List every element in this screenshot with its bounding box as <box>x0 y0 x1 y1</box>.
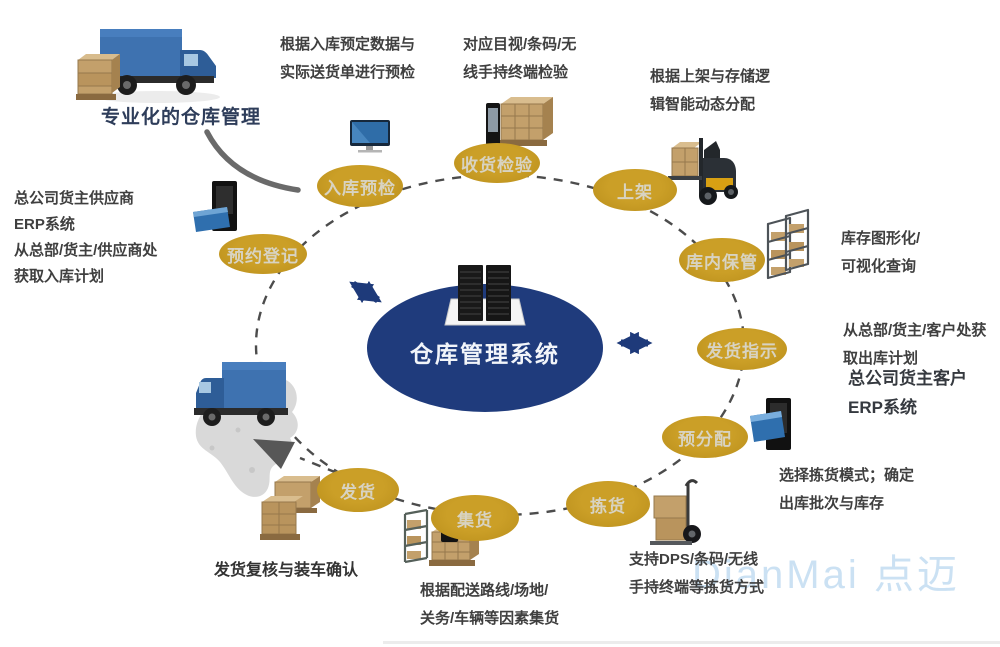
text-line: 辑智能动态分配 <box>650 96 756 113</box>
text-line: 实际送货单进行预检 <box>280 64 416 81</box>
note-inbound-precheck: 根据入库预定数据与 实际送货单进行预检 <box>280 31 415 87</box>
note-consolidation: 根据配送路线/场地/ 关务/车辆等因素集货 <box>420 577 559 633</box>
handheld-terminal-right-icon <box>750 398 791 450</box>
text-line: 可视化查询 <box>841 258 917 275</box>
text-line: ERP系统 <box>14 216 75 233</box>
monitor-icon <box>350 120 390 153</box>
node-receiving-inspection: 收货检验 <box>454 143 540 183</box>
text-line: 手持终端等拣货方式 <box>629 579 765 596</box>
truck-inbound-icon <box>96 29 220 103</box>
china-map-shape <box>195 361 298 497</box>
text-line: ERP系统 <box>848 398 917 417</box>
text-line: 从总部/货主/客户处获 <box>843 322 987 339</box>
pallet-inbound-icon <box>76 54 120 100</box>
pallet-receiving-icon <box>486 97 553 146</box>
node-shipping-instruction: 发货指示 <box>697 328 787 370</box>
node-storage: 库内保管 <box>679 238 765 282</box>
note-putaway: 根据上架与存储逻 辑智能动态分配 <box>650 63 770 119</box>
node-inbound-precheck: 入库预检 <box>317 165 403 207</box>
note-shipping-confirm: 发货复核与装车确认 <box>214 562 359 579</box>
text-line: 总公司货主供应商 <box>14 190 135 207</box>
text-line: 关务/车辆等因素集货 <box>420 610 560 627</box>
text-line: 取出库计划 <box>843 350 919 367</box>
forklift-icon <box>668 138 738 205</box>
watermark-dianmai: DianMai 点迈 <box>692 553 960 597</box>
note-inbound-erp: 总公司货主供应商 ERP系统 从总部/货主/供应商处 获取入库计划 <box>14 186 157 290</box>
page-title: 专业化的仓库管理 <box>101 107 262 128</box>
text-line: 根据上架与存储逻 <box>650 68 771 85</box>
truck-outbound-icon <box>194 362 288 426</box>
text-line: 根据配送路线/场地/ <box>420 582 549 599</box>
hand-truck-icon <box>650 479 701 545</box>
note-outbound-erp: 总公司货主客户 ERP系统 <box>848 364 967 422</box>
text-line: 支持DPS/条码/无线 <box>629 551 759 568</box>
text-line: 线手持终端检验 <box>463 64 569 81</box>
node-shipping: 发货 <box>317 468 399 512</box>
text-line: 根据入库预定数据与 <box>280 36 416 53</box>
note-picking-mode: 选择拣货模式；确定 出库批次与库存 <box>779 462 914 518</box>
note-inventory-visual: 库存图形化/ 可视化查询 <box>841 225 920 281</box>
node-consolidation: 集货 <box>431 495 519 541</box>
node-picking: 拣货 <box>566 481 650 527</box>
pallet-shipping-icon <box>260 476 320 540</box>
handheld-terminal-left-icon <box>193 181 237 232</box>
text-line: 出库批次与库存 <box>779 495 885 512</box>
text-line: 对应目视/条码/无 <box>463 36 577 53</box>
text-line: 选择拣货模式；确定 <box>779 467 915 484</box>
node-appointment-registration: 预约登记 <box>219 234 307 274</box>
text-line: 获取入库计划 <box>14 268 105 285</box>
title-connector-arc <box>204 129 301 193</box>
storage-rack-icon <box>766 208 810 280</box>
text-line: 从总部/货主/供应商处 <box>14 242 158 259</box>
note-picking-support: 支持DPS/条码/无线 手持终端等拣货方式 <box>629 546 764 602</box>
scan-artifact-line <box>383 641 1000 644</box>
text-line: 库存图形化/ <box>841 230 921 247</box>
text-line: 总公司货主客户 <box>848 369 967 388</box>
node-pre-allocation: 预分配 <box>662 416 748 458</box>
node-putaway: 上架 <box>593 169 677 211</box>
note-outbound-plan: 从总部/货主/客户处获 取出库计划 <box>843 317 986 373</box>
center-system-label: 仓库管理系统 <box>410 341 560 367</box>
delivery-arrowhead <box>253 439 295 469</box>
note-receiving-inspection: 对应目视/条码/无 线手持终端检验 <box>463 31 576 87</box>
